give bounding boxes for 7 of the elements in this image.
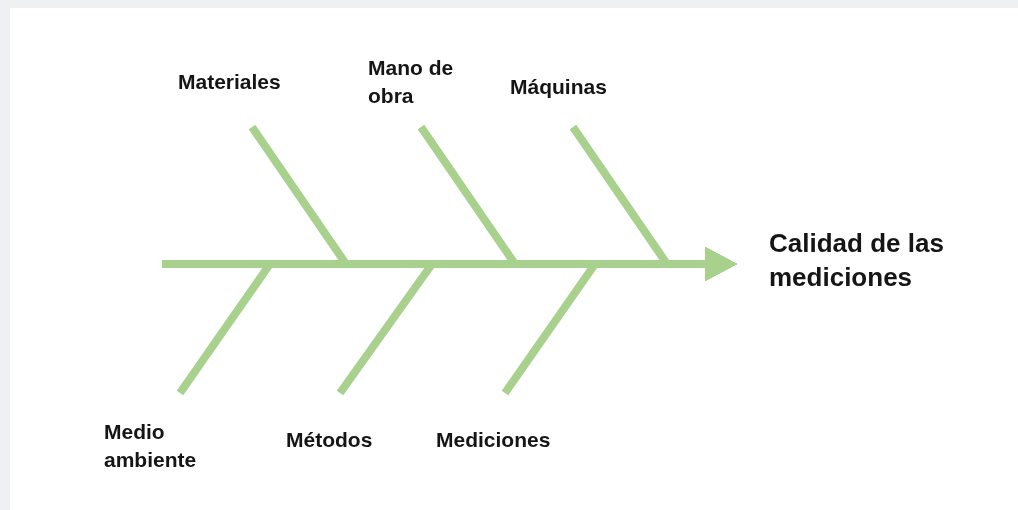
category-label: Mano de obra — [368, 55, 455, 109]
effect-label: Calidad de las mediciones — [769, 227, 945, 294]
category-label: Métodos — [286, 427, 374, 453]
category-label: Máquinas — [510, 74, 608, 100]
category-label: Mediciones — [436, 427, 552, 453]
category-label: Materiales — [178, 69, 282, 95]
category-label: Medio ambiente — [104, 419, 198, 473]
